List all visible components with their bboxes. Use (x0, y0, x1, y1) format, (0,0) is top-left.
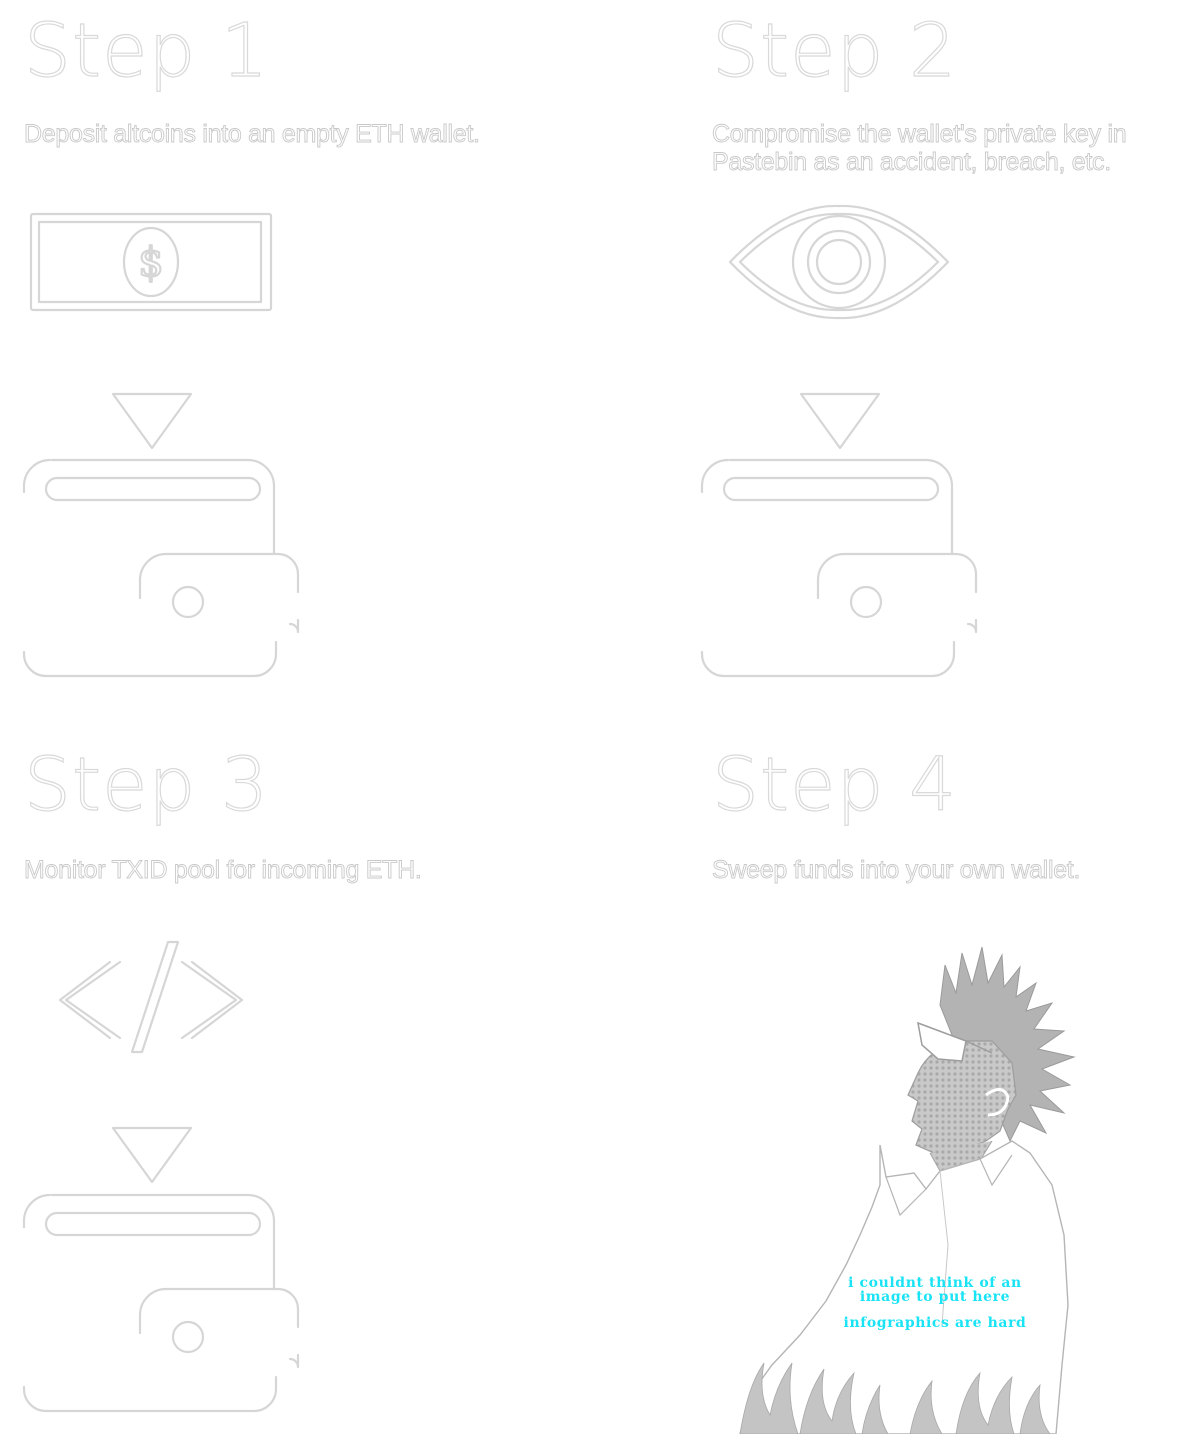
step-2-description: Compromise the wallet's private key in P… (712, 120, 1128, 177)
step-3-description: Monitor TXID pool for incoming ETH. (24, 856, 423, 885)
dollar-bill-icon: $ (29, 212, 273, 312)
illustration-caption-line3: infographics are hard (843, 1315, 1027, 1331)
illustration-caption-line2: image to put here (859, 1289, 1011, 1305)
illustration-caption-line1: i couldnt think of an (848, 1275, 1022, 1291)
wallet-icon (700, 458, 978, 678)
step-4-title: Step 4 (711, 742, 958, 828)
wallet-icon (22, 458, 300, 678)
svg-text:$: $ (138, 240, 163, 286)
step-2-title: Step 2 (711, 8, 958, 94)
wallet-icon (22, 1193, 300, 1413)
step-1-title: Step 1 (23, 8, 270, 94)
step-3-title: Step 3 (23, 742, 270, 828)
down-triangle-icon (111, 1126, 193, 1184)
step-1-description: Deposit altcoins into an empty ETH walle… (24, 120, 481, 149)
down-triangle-icon (799, 392, 881, 450)
illustration-man (739, 946, 1076, 1434)
eye-icon (728, 204, 950, 320)
step-4-description: Sweep funds into your own wallet. (712, 856, 1081, 885)
code-icon (58, 940, 244, 1054)
down-triangle-icon (111, 392, 193, 450)
